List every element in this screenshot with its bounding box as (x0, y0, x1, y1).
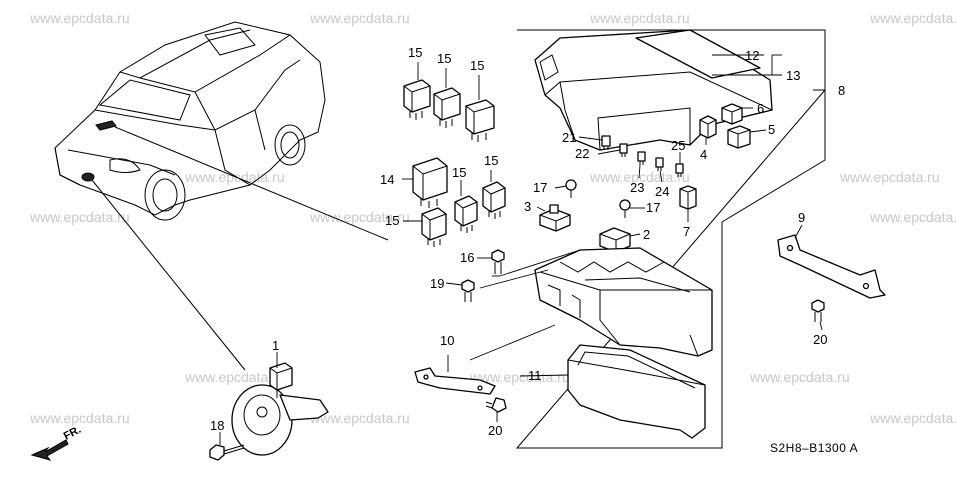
callout-13: 13 (786, 68, 800, 83)
watermark: www.epcdata.ru (184, 169, 285, 185)
watermark: www.epcdata.ru (869, 10, 956, 26)
relay (403, 79, 431, 120)
watermark: www.epcdata.ru (469, 369, 570, 385)
callout-15: 15 (385, 213, 399, 228)
watermark: www.epcdata.ru (589, 10, 690, 26)
relay-group (403, 79, 506, 247)
callout-5: 5 (768, 122, 775, 137)
watermark: www.epcdata.ru (29, 410, 130, 426)
callout-6: 6 (757, 101, 764, 116)
relay-5 (727, 125, 751, 149)
bolt-18 (209, 444, 245, 461)
relay (412, 157, 448, 208)
bolts (461, 249, 825, 413)
callout-11: 11 (528, 368, 542, 383)
relay-4 (699, 115, 717, 139)
fuse (637, 151, 646, 165)
bracket-3 (539, 204, 571, 232)
callout-4: 4 (700, 147, 707, 162)
callout-15: 15 (470, 58, 484, 73)
callout-15: 15 (484, 153, 498, 168)
callout-1: 1 (272, 338, 279, 353)
watermark: www.epcdata.ru (29, 10, 130, 26)
callout-14: 14 (380, 172, 394, 187)
screw-17b (619, 199, 631, 218)
bolt-20-left (485, 397, 507, 413)
watermark: www.epcdata.ru (309, 209, 410, 225)
callout-8: 8 (838, 83, 845, 98)
watermark: www.epcdata.ru (29, 209, 130, 225)
relay (421, 207, 447, 247)
callout-3: 3 (524, 199, 531, 214)
relay (465, 99, 495, 142)
callout-15: 15 (408, 45, 422, 60)
bracket-10 (414, 367, 496, 395)
callout-16: 16 (460, 250, 474, 265)
callout-leader-lines (219, 54, 823, 445)
vehicle-outline (54, 21, 326, 221)
callout-25: 25 (671, 138, 685, 153)
watermark: www.epcdata.ru (839, 169, 940, 185)
relay (482, 181, 506, 219)
fuse (655, 157, 664, 171)
callout-10: 10 (440, 333, 454, 348)
fuse (601, 135, 611, 150)
callout-9: 9 (798, 210, 805, 225)
callout-2: 2 (643, 227, 650, 242)
callout-17: 17 (646, 200, 660, 215)
bolt-20-right (811, 299, 825, 322)
relay (433, 87, 461, 128)
watermark: www.epcdata.ru (309, 10, 410, 26)
callout-15: 15 (452, 165, 466, 180)
watermark: www.epcdata.ru (749, 369, 850, 385)
bolt-19 (461, 279, 475, 302)
small-components (539, 103, 751, 253)
callout-15: 15 (437, 51, 451, 66)
callout-23: 23 (630, 180, 644, 195)
fuse-box-lower-cover (567, 344, 706, 439)
fuse (675, 163, 684, 177)
callout-24: 24 (655, 184, 669, 199)
fuse (619, 143, 628, 157)
callout-20: 20 (813, 332, 827, 347)
bracket-9 (777, 234, 886, 299)
callout-20: 20 (488, 423, 502, 438)
relay (454, 195, 478, 233)
watermarks: www.epcdata.ru www.epcdata.ru www.epcdat… (29, 10, 956, 426)
cover-label (635, 29, 761, 79)
connector-7 (679, 185, 697, 210)
callout-22: 22 (575, 146, 589, 161)
diagram-code: S2H8–B1300 A (770, 441, 858, 455)
horn-assembly (209, 362, 329, 461)
callout-labels: 1 2 3 4 5 6 7 8 9 10 11 12 13 14 15 15 1… (210, 45, 845, 438)
watermark: www.epcdata.ru (309, 410, 410, 426)
callout-17: 17 (533, 180, 547, 195)
bolt-16 (491, 249, 505, 274)
callout-19: 19 (430, 276, 444, 291)
screw-17a (565, 179, 577, 198)
watermark: www.epcdata.ru (869, 209, 956, 225)
callout-21: 21 (562, 130, 576, 145)
location-leader-lines (91, 126, 389, 371)
callout-12: 12 (745, 48, 759, 63)
watermark: www.epcdata.ru (184, 369, 285, 385)
callout-7: 7 (683, 224, 690, 239)
fuse-box-body (534, 247, 713, 357)
relay-6 (721, 103, 743, 125)
callout-18: 18 (210, 418, 224, 433)
watermark: www.epcdata.ru (869, 410, 956, 426)
front-direction-arrow: FR. (30, 424, 83, 461)
front-label: FR. (62, 424, 83, 443)
